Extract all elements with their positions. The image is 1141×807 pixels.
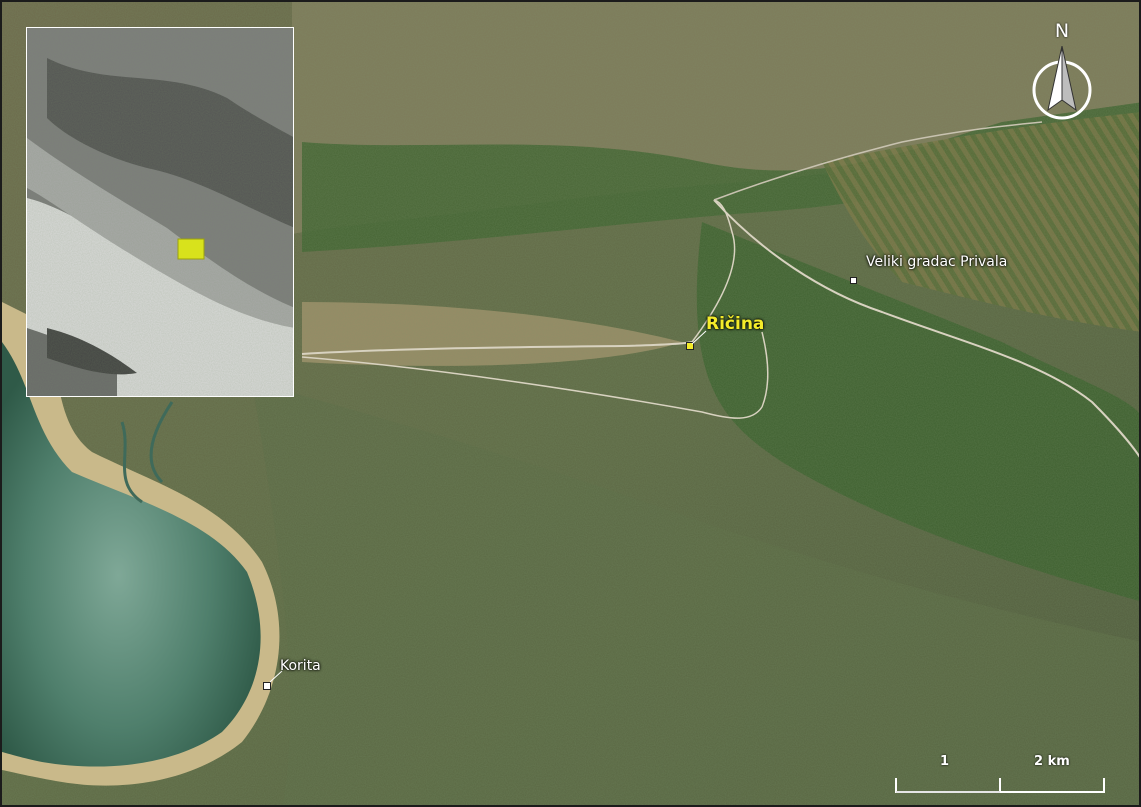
scale-bar: 1 2 km: [894, 754, 1106, 794]
scale-bar-ruler: [895, 778, 1105, 793]
scale-label-1: 1: [940, 754, 950, 769]
road-east: [713, 199, 1139, 458]
road-north-loop: [691, 199, 736, 343]
inset-highlight-box: [177, 238, 205, 260]
inset-locator-map: [26, 27, 294, 397]
scale-label-2: 2 km: [1034, 754, 1070, 769]
korita-leader-line: [269, 670, 283, 683]
ricina-marker: [686, 342, 694, 350]
veliki-gradac-marker: [850, 277, 857, 284]
korita-label: Korita: [280, 658, 321, 674]
inset-relief: [27, 28, 293, 396]
road-west: [301, 341, 693, 355]
road-southwest: [301, 356, 763, 419]
ricina-leader-line: [691, 330, 707, 345]
lagoon-water: [2, 342, 261, 767]
north-arrow-icon: [1032, 46, 1092, 120]
road-link: [761, 331, 769, 408]
road-northeast: [713, 121, 1043, 201]
ricina-label: Ričina: [706, 314, 765, 334]
north-letter: N: [1054, 20, 1070, 42]
north-arrow: N: [1032, 20, 1092, 122]
river-channels: [120, 401, 174, 504]
veliki-gradac-label: Veliki gradac Privala: [866, 254, 1008, 270]
korita-marker: [263, 682, 271, 690]
